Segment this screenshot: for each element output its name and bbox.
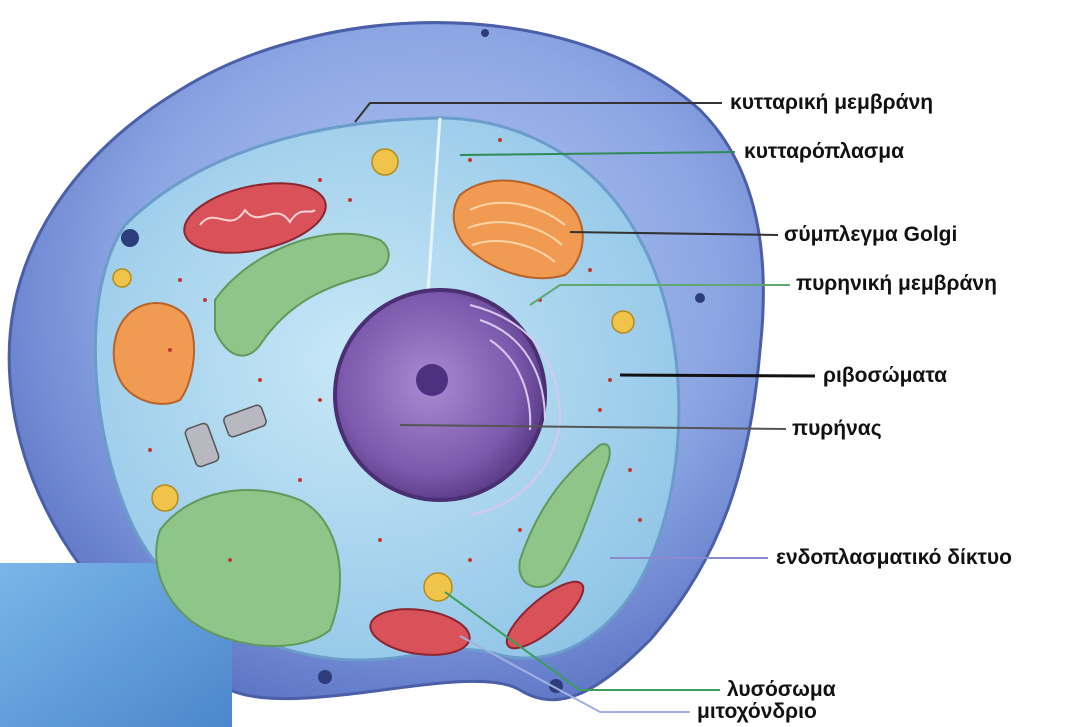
- label-nuclear-membrane: πυρηνική μεμβράνη: [796, 273, 997, 294]
- golgi-apparatus-left: [114, 303, 194, 404]
- lysosome: [113, 269, 131, 287]
- nucleolus: [416, 364, 448, 396]
- label-cell-membrane: κυτταρική μεμβράνη: [730, 92, 933, 113]
- membrane-pore: [318, 670, 332, 684]
- lysosome: [152, 485, 178, 511]
- label-cytoplasm: κυτταρόπλασμα: [744, 141, 904, 162]
- nucleus: [335, 290, 545, 500]
- label-endoplasmic-reticulum: ενδοπλασματικό δίκτυο: [776, 547, 1012, 568]
- label-ribosomes: ριβοσώματα: [823, 365, 947, 386]
- label-golgi: σύμπλεγμα Golgi: [784, 224, 957, 245]
- membrane-pore: [121, 229, 139, 247]
- membrane-pore: [481, 29, 489, 37]
- membrane-pore: [695, 293, 705, 303]
- label-nucleus: πυρήνας: [792, 418, 882, 439]
- label-mitochondrion: μιτοχόνδριο: [697, 701, 817, 722]
- lysosome: [424, 573, 452, 601]
- lysosome: [372, 149, 398, 175]
- label-lysosome: λυσόσωμα: [727, 679, 836, 700]
- leader-line-ribosomes: [620, 375, 815, 376]
- lysosome: [612, 311, 634, 333]
